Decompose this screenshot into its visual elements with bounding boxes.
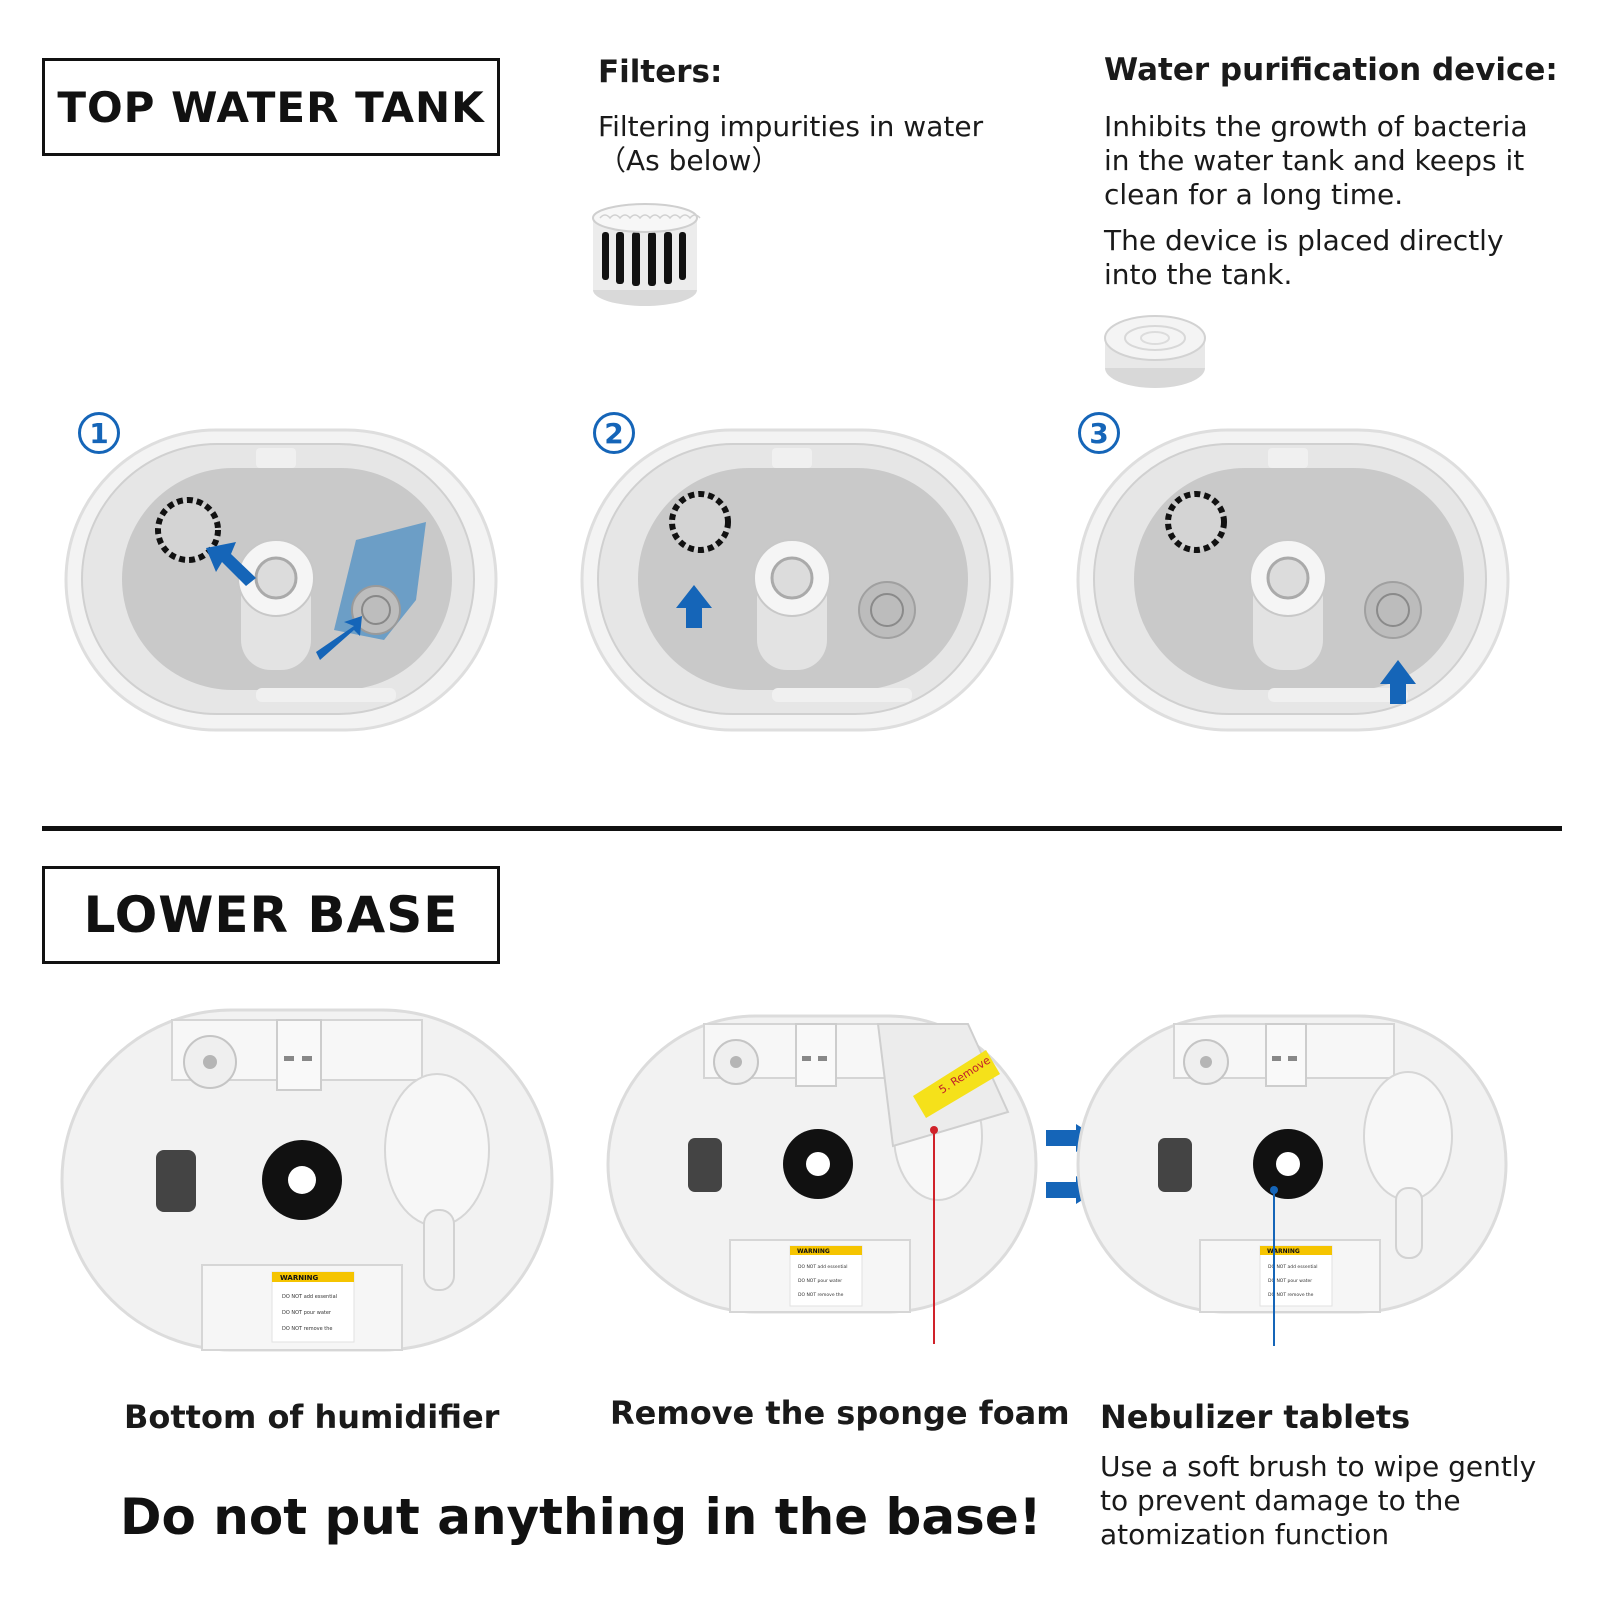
- nebulizer-pointer-line: [1270, 1186, 1278, 1346]
- step-number-3: 3: [1078, 412, 1120, 454]
- base-warning-label-1: WARNING: [280, 1274, 319, 1282]
- sponge-pointer-line: [930, 1126, 938, 1344]
- step-number-2: 2: [593, 412, 635, 454]
- tank-image-step-2: [580, 428, 1014, 732]
- filters-description-line2: （As below）: [598, 144, 780, 177]
- base-warning-line1-2: DO NOT add essential: [798, 1264, 848, 1270]
- lower-base-title-text: LOWER BASE: [83, 886, 459, 944]
- section-divider: [42, 826, 1562, 831]
- nebulizer-note-line2: to prevent damage to the: [1100, 1484, 1461, 1517]
- purification-line3: clean for a long time.: [1104, 178, 1404, 211]
- filter-cartridge-image: [592, 203, 701, 306]
- purification-device-image: [1104, 315, 1206, 388]
- purification-line4: The device is placed directly: [1104, 224, 1504, 257]
- step-number-1: 1: [78, 412, 120, 454]
- base-image-nebulizer: WARNING DO NOT add essential DO NOT pour…: [1076, 1014, 1508, 1314]
- purification-heading: Water purification device:: [1104, 52, 1558, 88]
- top-water-tank-title: TOP WATER TANK: [42, 58, 500, 156]
- purification-line2: in the water tank and keeps it: [1104, 144, 1525, 177]
- base-warning-label-3: WARNING: [1267, 1248, 1300, 1255]
- caption-remove-sponge: Remove the sponge foam: [610, 1394, 1070, 1432]
- caption-nebulizer-tablets: Nebulizer tablets: [1100, 1398, 1411, 1436]
- tank-image-step-1: [64, 428, 498, 732]
- purification-line1: Inhibits the growth of bacteria: [1104, 110, 1528, 143]
- base-warning-line3-2: DO NOT remove the: [798, 1292, 844, 1298]
- nebulizer-note-line1: Use a soft brush to wipe gently: [1100, 1450, 1537, 1483]
- tank-image-step-3: [1076, 428, 1510, 732]
- base-warning-line2-1: DO NOT pour water: [282, 1310, 332, 1316]
- base-warning-line1-3: DO NOT add essential: [1268, 1264, 1318, 1270]
- nebulizer-note-line3: atomization function: [1100, 1518, 1390, 1551]
- base-warning-line2-3: DO NOT pour water: [1268, 1278, 1312, 1284]
- base-image-sponge: 5. Remove WARNING DO NOT add essential D…: [606, 1014, 1038, 1314]
- base-warning-line1-1: DO NOT add essential: [282, 1294, 337, 1300]
- base-warning-line3-1: DO NOT remove the: [282, 1326, 332, 1332]
- base-warning-line3-3: DO NOT remove the: [1268, 1292, 1314, 1298]
- purification-line5: into the tank.: [1104, 258, 1293, 291]
- base-warning-label-2: WARNING: [797, 1248, 830, 1255]
- base-image-bottom: WARNING DO NOT add essential DO NOT pour…: [60, 1008, 554, 1352]
- filters-description-line1: Filtering impurities in water: [598, 110, 984, 143]
- lower-base-title: LOWER BASE: [42, 866, 500, 964]
- base-warning-line2-2: DO NOT pour water: [798, 1278, 842, 1284]
- filters-heading: Filters:: [598, 54, 723, 90]
- caption-bottom-of-humidifier: Bottom of humidifier: [124, 1398, 500, 1436]
- top-water-tank-title-text: TOP WATER TANK: [57, 82, 485, 132]
- base-warning-text: Do not put anything in the base!: [120, 1488, 1042, 1546]
